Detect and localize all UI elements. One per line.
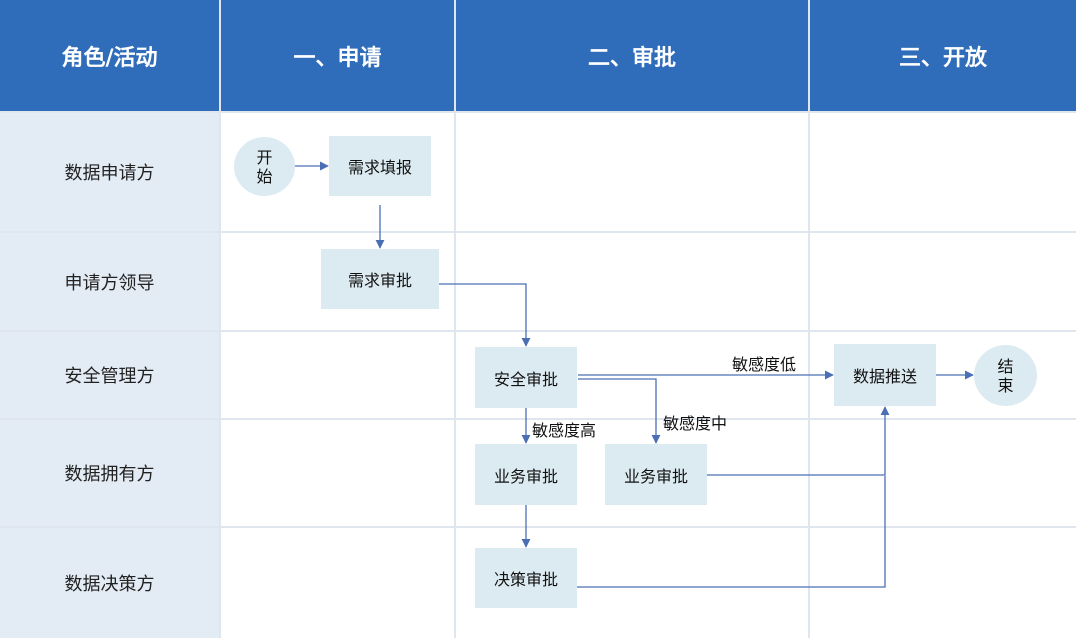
lane-cell: [810, 528, 1076, 638]
edge-label-high-sensitivity: 敏感度高: [532, 421, 597, 440]
role-data-owner: 数据拥有方: [0, 420, 219, 526]
arrow-business-mid-to-push: [707, 406, 890, 476]
role-security-manager: 安全管理方: [0, 332, 219, 418]
decision-review-node: 决策审批: [475, 548, 577, 608]
demand-review-node: 需求审批: [321, 249, 439, 309]
lane-cell: [221, 420, 454, 526]
lane-cell: [456, 113, 808, 231]
security-review-node: 安全审批: [475, 347, 577, 408]
lane-cell: [221, 332, 454, 418]
lane-cell: [456, 233, 808, 330]
lane-cell: [810, 233, 1076, 330]
lane-cell: [810, 420, 1076, 526]
lane-cell: [221, 528, 454, 638]
end-node: 结束: [974, 345, 1037, 406]
arrow-review-to-security: [439, 283, 531, 347]
edge-label-mid-sensitivity: 敏感度中: [663, 414, 728, 433]
data-push-node: 数据推送: [834, 344, 936, 406]
header-phase-open: 三、开放: [810, 0, 1076, 111]
arrow-decision-to-push: [577, 476, 886, 588]
header-roles-activities: 角色/活动: [0, 0, 219, 111]
role-data-applicant: 数据申请方: [0, 113, 219, 231]
header-phase-approve: 二、审批: [456, 0, 808, 111]
role-data-decision-maker: 数据决策方: [0, 528, 219, 638]
role-applicant-leader: 申请方领导: [0, 233, 219, 330]
start-node: 开始: [234, 137, 295, 196]
lane-cell: [810, 113, 1076, 231]
business-review-high-node: 业务审批: [475, 444, 577, 505]
demand-fill-node: 需求填报: [329, 136, 431, 196]
header-phase-apply: 一、申请: [221, 0, 454, 111]
arrow-security-to-business-mid: [578, 378, 661, 444]
business-review-mid-node: 业务审批: [605, 444, 707, 505]
edge-label-low-sensitivity: 敏感度低: [732, 355, 797, 374]
